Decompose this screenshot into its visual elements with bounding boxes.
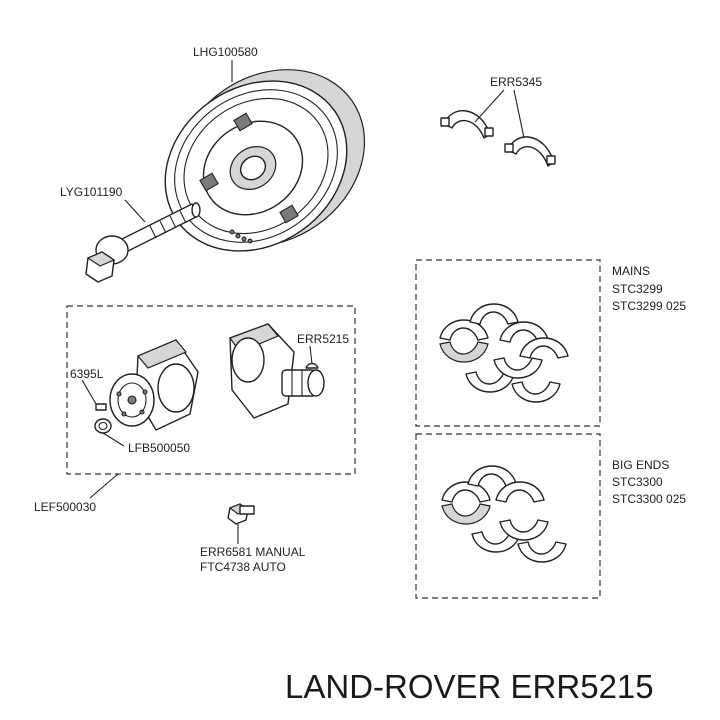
woodruff-key[interactable] (305, 362, 319, 369)
spigot-plug[interactable] (227, 503, 255, 525)
mains-title: MAINS (612, 264, 650, 278)
bush-part-number: LFB500050 (128, 441, 190, 455)
crankshaft-kit-box (66, 305, 356, 475)
big-end-bearing-shells[interactable] (441, 465, 567, 563)
bush-leader (102, 432, 125, 447)
big-ends-box (415, 433, 601, 599)
kit-part-number: LEF500030 (34, 500, 96, 514)
main-bearing-shells[interactable] (439, 303, 569, 403)
pulley-bolt[interactable] (85, 202, 201, 283)
washer-part-number: ERR5345 (490, 75, 542, 89)
spigot-bush[interactable] (94, 418, 112, 434)
plug-manual-part-number: ERR6581 MANUAL (200, 545, 306, 559)
crankshaft-rear-view[interactable] (229, 323, 325, 419)
kit-leader (89, 473, 119, 499)
thrust-washers[interactable] (440, 110, 556, 167)
bolt-leader (124, 199, 146, 223)
key-part-number: ERR5215 (297, 332, 349, 346)
big-ends-025-part-number: STC3300 025 (612, 492, 686, 506)
dowel-pin[interactable] (95, 403, 107, 411)
key-leader (309, 345, 313, 365)
mains-025-part-number: STC3299 025 (612, 299, 686, 313)
crankshaft-pulley[interactable] (132, 33, 399, 285)
dowel-part-number: 6395L (70, 367, 104, 381)
big-ends-title: BIG ENDS (612, 458, 669, 472)
brand-part-caption: LAND-ROVER ERR5215 (285, 668, 654, 705)
dowel-leader (81, 379, 97, 405)
mains-std-part-number: STC3299 (612, 282, 663, 296)
pulley-part-number: LHG100580 (193, 45, 258, 59)
crankshaft-front-view[interactable] (109, 339, 199, 431)
washer-leader-1 (474, 89, 505, 123)
plug-auto-part-number: FTC4738 AUTO (200, 560, 286, 574)
washer-leader-2 (513, 89, 525, 139)
bolt-part-number: LYG101190 (60, 185, 123, 199)
big-ends-std-part-number: STC3300 (612, 475, 663, 489)
mains-box (415, 259, 601, 427)
